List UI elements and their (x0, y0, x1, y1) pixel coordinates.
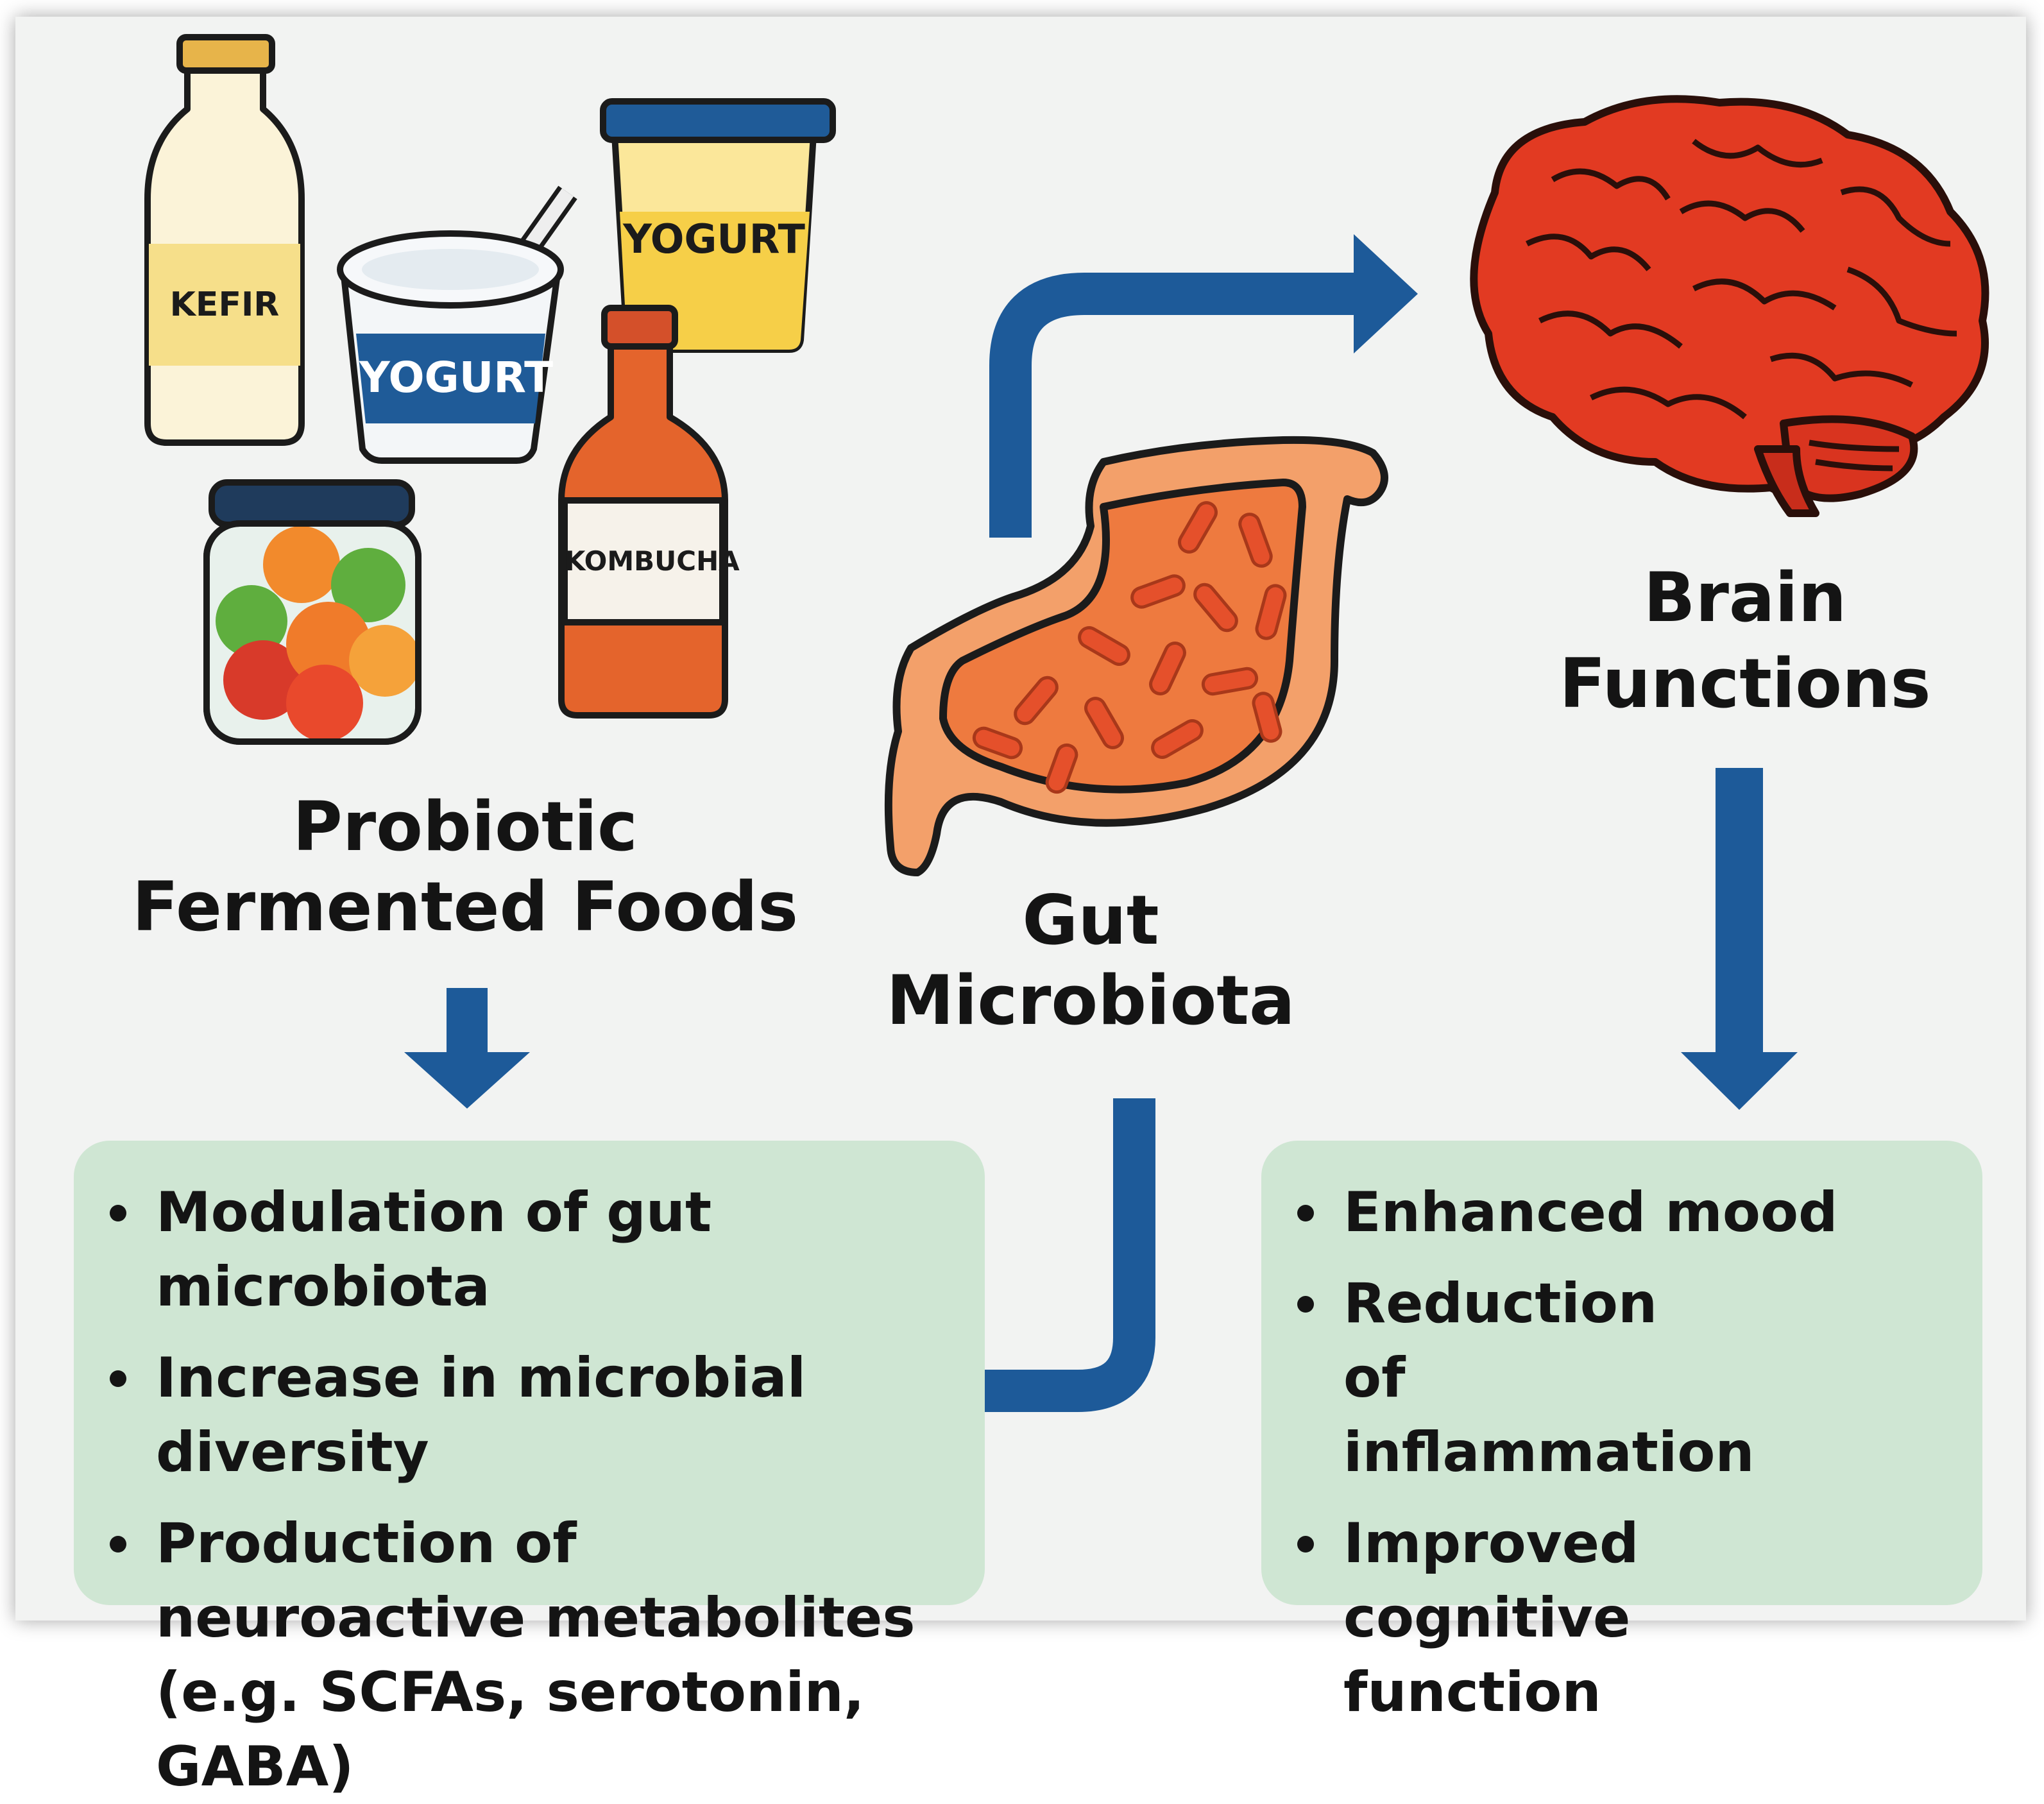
diagram-art (144, 34, 1989, 1412)
list-item: Increase in microbial diversity (74, 1341, 985, 1490)
yogurt-jar-label: YOGURT (623, 216, 805, 262)
kefir-label: KEFIR (169, 285, 280, 324)
arrow-foods-down (404, 988, 530, 1109)
pickle-jar-icon (203, 479, 422, 745)
brain-illustration (1470, 95, 1989, 517)
yogurt-cup-icon (337, 185, 577, 464)
kombucha-bottle-icon (558, 305, 728, 719)
gut-heading-line1: Gut (1022, 881, 1159, 960)
brain-heading-line1: Brain (1643, 558, 1847, 637)
gut-heading-line2: Microbiota (886, 961, 1295, 1041)
brain-heading: Brain Functions (1501, 555, 1989, 726)
stomach-with-bacteria-illustration (884, 436, 1388, 876)
brain-heading-line2: Functions (1559, 643, 1931, 723)
gut-heading: Gut Microbiota (885, 880, 1296, 1041)
food-effects-box: Modulation of gut microbiota Increase in… (74, 1141, 985, 1799)
kombucha-label: KOMBUCHA (565, 545, 740, 577)
foods-heading: Probiotic Fermented Foods (115, 787, 815, 947)
list-item: Improved cognitive function (1261, 1506, 1982, 1730)
list-item: Reduction of inflammation (1261, 1266, 1982, 1490)
list-item: Enhanced mood (1261, 1175, 1982, 1250)
food-effects-list: Modulation of gut microbiota Increase in… (74, 1175, 985, 1804)
diagram: KEFIR YOGURT YOGURT KOMBUCHA Probiotic F… (15, 17, 2026, 1799)
arrow-gut-to-brain (989, 234, 1418, 538)
fermented-foods-illustration (144, 34, 836, 745)
bacteria-group (972, 501, 1287, 794)
foods-heading-line1: Probiotic (293, 787, 638, 866)
list-item: Modulation of gut microbiota (74, 1175, 985, 1324)
connector-gut-to-box (983, 1098, 1155, 1412)
list-item: Production of neuroactive metabolites (e… (74, 1506, 985, 1804)
foods-heading-line2: Fermented Foods (132, 867, 799, 947)
brain-effects-box: Enhanced mood Reduction of inflammation … (1261, 1141, 1982, 1724)
yogurt-cup-label: YOGURT (359, 353, 554, 402)
kefir-bottle-icon (144, 34, 305, 446)
brain-effects-list: Enhanced mood Reduction of inflammation … (1261, 1175, 1982, 1730)
arrow-brain-down (1681, 768, 1798, 1110)
